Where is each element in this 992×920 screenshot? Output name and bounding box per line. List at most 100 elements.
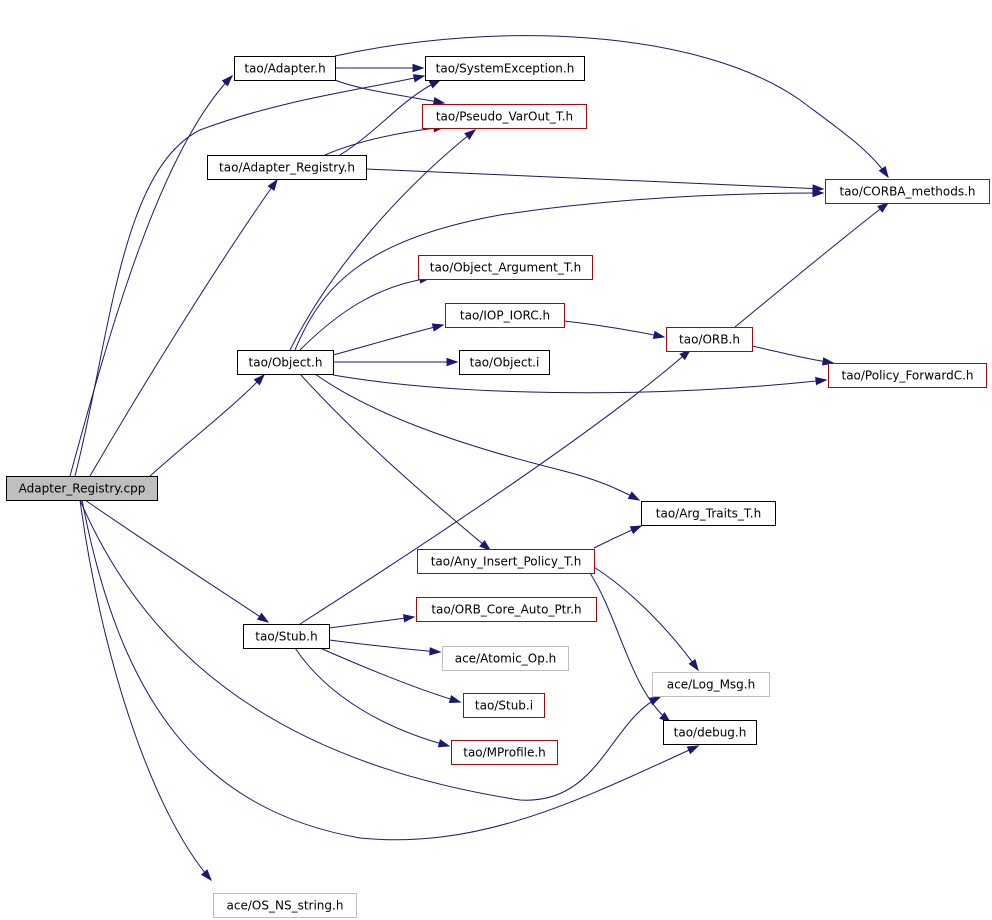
- edge-arrowhead: [437, 739, 451, 748]
- node-box: [237, 350, 334, 375]
- edge-arrowhead: [679, 348, 692, 361]
- node-tao-adapter-h[interactable]: tao/Adapter.h: [234, 56, 336, 81]
- edge-line: [84, 499, 269, 623]
- node-box: [445, 303, 565, 328]
- edge-arrowhead: [432, 96, 446, 106]
- node-tao-corba-methods-h[interactable]: tao/CORBA_methods.h: [825, 179, 990, 204]
- node-label: tao/Object.h: [249, 356, 323, 370]
- edge-line: [593, 566, 699, 671]
- edge-tao_any_insert_policy_t_h-to-tao_arg_traits_t_h: [593, 525, 643, 549]
- node-tao-any-insert-policy-t-h[interactable]: tao/Any_Insert_Policy_T.h: [417, 549, 595, 574]
- node-tao-iop-iorc-h[interactable]: tao/IOP_IORC.h: [445, 303, 565, 328]
- node-box: [6, 476, 158, 501]
- edge-adapter_registry_cpp-to-tao_debug_h: [81, 499, 700, 841]
- edge-tao_stub_h-to-tao_orb_h: [299, 348, 692, 625]
- edge-line: [328, 616, 415, 629]
- edge-line: [299, 277, 431, 351]
- edge-tao_orb_h-to-tao_corba_methods_h: [734, 202, 890, 328]
- edge-line: [294, 192, 824, 351]
- edge-line: [289, 129, 476, 351]
- edge-arrowhead: [431, 323, 445, 332]
- edge-tao_object_h-to-tao_pseudo_varout_t_h: [289, 129, 477, 351]
- node-label: tao/Object_Argument_T.h: [430, 261, 581, 275]
- node-box: [825, 179, 990, 204]
- edge-line: [328, 639, 441, 653]
- edge-arrowhead: [412, 74, 426, 83]
- edge-tao_adapter_registry_h-to-tao_corba_methods_h: [365, 168, 825, 193]
- edge-arrowhead: [877, 202, 890, 213]
- node-box: [425, 56, 585, 81]
- edge-arrowhead: [448, 694, 462, 703]
- node-box: [828, 363, 987, 388]
- node-tao-arg-traits-t-h[interactable]: tao/Arg_Traits_T.h: [641, 501, 776, 526]
- node-box: [442, 646, 569, 671]
- edge-tao_stub_h-to-ace_atomic_op_h: [328, 639, 442, 656]
- node-box: [463, 693, 545, 718]
- node-tao-debug-h[interactable]: tao/debug.h: [663, 720, 757, 745]
- edge-tao_stub_h-to-tao_mprofile_h: [294, 647, 451, 748]
- node-tao-adapter-registry-h[interactable]: tao/Adapter_Registry.h: [207, 155, 367, 180]
- edge-line: [334, 35, 889, 178]
- edge-tao_object_h-to-tao_corba_methods_h: [294, 188, 825, 351]
- node-tao-object-h[interactable]: tao/Object.h: [237, 350, 334, 375]
- edge-line: [69, 75, 233, 477]
- edge-line: [332, 374, 827, 394]
- node-tao-orb-core-auto-ptr-h[interactable]: tao/ORB_Core_Auto_Ptr.h: [416, 597, 597, 622]
- node-label: tao/Object.i: [470, 356, 540, 370]
- edge-tao_object_h-to-tao_object_argument_t_h: [299, 275, 432, 351]
- edge-tao_stub_h-to-tao_stub_i: [319, 647, 462, 703]
- node-adapter-registry-cpp[interactable]: Adapter_Registry.cpp: [6, 476, 158, 501]
- edge-arrowhead: [428, 79, 442, 89]
- edge-line: [74, 75, 425, 477]
- edge-arrowhead: [464, 129, 477, 140]
- edge-line: [339, 79, 441, 156]
- edge-tao_adapter_h-to-tao_systemexception_h: [335, 63, 425, 73]
- node-tao-mprofile-h[interactable]: tao/MProfile.h: [451, 740, 558, 765]
- edge-tao_object_h-to-tao_arg_traits_t_h: [314, 373, 641, 501]
- node-tao-stub-i[interactable]: tao/Stub.i: [463, 693, 545, 718]
- edge-arrowhead: [878, 165, 889, 179]
- edge-tao_any_insert_policy_t_h-to-ace_log_msg_h: [593, 566, 699, 672]
- node-ace-os-ns-string-h[interactable]: ace/OS_NS_string.h: [213, 893, 357, 918]
- node-label: tao/Arg_Traits_T.h: [656, 507, 761, 521]
- edge-line: [563, 320, 665, 338]
- edge-arrowhead: [629, 525, 643, 535]
- edge-line: [332, 324, 444, 356]
- nodes-layer: Adapter_Registry.cpp tao/Adapter.h tao/Sys…: [6, 56, 990, 918]
- node-label: ace/Atomic_Op.h: [455, 652, 557, 666]
- node-tao-systemexception-h[interactable]: tao/SystemException.h: [425, 56, 585, 81]
- node-tao-stub-h[interactable]: tao/Stub.h: [243, 624, 330, 649]
- node-box: [416, 597, 597, 622]
- node-tao-policy-forwardc-h[interactable]: tao/Policy_ForwardC.h: [828, 363, 987, 388]
- edge-arrowhead: [627, 491, 641, 501]
- edge-line: [81, 499, 699, 841]
- node-tao-pseudo-varout-t-h[interactable]: tao/Pseudo_VarOut_T.h: [422, 104, 587, 129]
- edge-tao_object_h-to-tao_object_i: [333, 357, 459, 367]
- node-box: [641, 501, 776, 526]
- edge-arrowhead: [221, 74, 234, 87]
- edge-tao_adapter_registry_h-to-tao_pseudo_varout_t_h: [324, 124, 446, 156]
- edge-line: [299, 349, 691, 625]
- edge-tao_object_h-to-tao_iop_iorc_h: [332, 323, 445, 356]
- node-ace-atomic-op-h[interactable]: ace/Atomic_Op.h: [442, 646, 569, 671]
- node-tao-object-i[interactable]: tao/Object.i: [459, 350, 550, 375]
- node-ace-log-msg-h[interactable]: ace/Log_Msg.h: [652, 672, 770, 697]
- node-label: tao/Policy_ForwardC.h: [841, 369, 973, 383]
- edge-adapter_registry_cpp-to-tao_object_h: [149, 373, 266, 477]
- edge-line: [299, 373, 491, 551]
- edge-tao_stub_h-to-tao_orb_core_auto_ptr_h: [328, 614, 416, 629]
- node-label: tao/IOP_IORC.h: [460, 309, 550, 323]
- edge-arrowhead: [429, 647, 442, 656]
- node-box: [207, 155, 367, 180]
- node-label: tao/Pseudo_VarOut_T.h: [436, 110, 573, 124]
- edge-tao_adapter_h-to-tao_pseudo_varout_t_h: [334, 79, 446, 106]
- edge-line: [149, 374, 265, 477]
- node-box: [459, 350, 550, 375]
- node-tao-object-argument-t-h[interactable]: tao/Object_Argument_T.h: [418, 255, 593, 280]
- edge-arrowhead: [412, 63, 425, 73]
- node-box: [663, 720, 757, 745]
- node-label: tao/Adapter_Registry.h: [219, 161, 355, 175]
- edge-tao_iop_iorc_h-to-tao_orb_h: [563, 320, 666, 340]
- node-tao-orb-h[interactable]: tao/ORB.h: [666, 327, 753, 352]
